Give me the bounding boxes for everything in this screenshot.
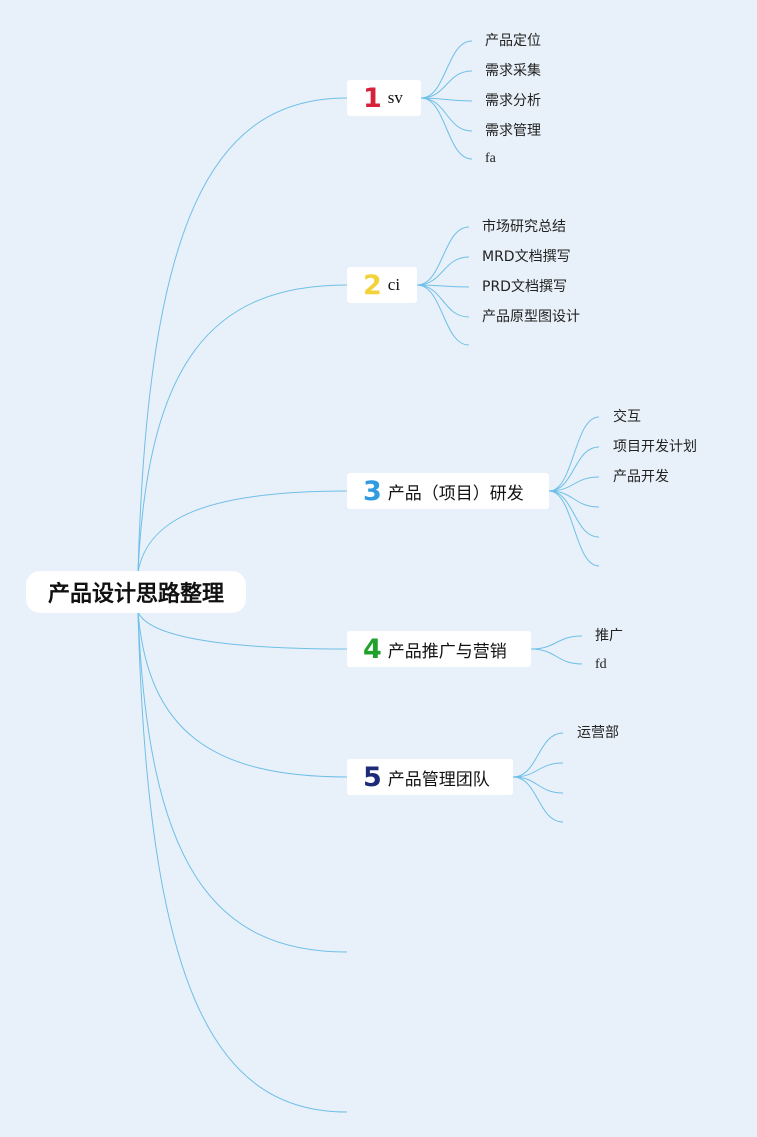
leaf-1-5[interactable]: fa	[485, 151, 496, 166]
leaf-4-1[interactable]: 推广	[595, 628, 623, 644]
leaf-1-1[interactable]: 产品定位	[485, 33, 541, 49]
branch-number-2: 2	[363, 269, 382, 301]
branch-node-1[interactable]: 1 sv	[347, 80, 421, 116]
leaf-2-3[interactable]: PRD文档撰写	[482, 279, 567, 295]
leaf-connector-1-1	[420, 40, 473, 99]
leaf-connector-2-1	[416, 226, 470, 286]
root-connector-1	[137, 97, 348, 573]
root-connector-7	[137, 611, 348, 1113]
branch-node-2[interactable]: 2 ci	[347, 267, 417, 303]
root-connector-4	[137, 611, 348, 650]
leaf-5-1[interactable]: 运营部	[577, 725, 619, 741]
leaf-connector-4-2	[530, 648, 583, 665]
leaf-2-1[interactable]: 市场研究总结	[482, 219, 566, 235]
leaf-connector-3-2	[548, 446, 600, 492]
leaf-connector-3-6	[548, 490, 600, 567]
branch-label-5: 产品管理团队	[387, 769, 490, 790]
branch-label-3: 产品（项目）研发	[387, 483, 524, 504]
branch-label-1: sv	[387, 88, 403, 107]
leaf-connector-4-1	[530, 635, 583, 650]
branch-number-3: 3	[363, 475, 382, 507]
leaf-connector-1-4	[420, 97, 473, 132]
leaf-connector-5-3	[512, 776, 564, 794]
leaf-connector-1-2	[420, 70, 473, 99]
leaf-1-2[interactable]: 需求采集	[485, 63, 541, 79]
leaf-3-2[interactable]: 项目开发计划	[613, 439, 697, 455]
leaf-connector-1-3	[420, 97, 473, 102]
leaf-1-3[interactable]: 需求分析	[485, 93, 541, 109]
branch-node-4[interactable]: 4 产品推广与营销	[347, 631, 531, 667]
leaf-connector-1-5	[420, 97, 473, 160]
leaf-1-4[interactable]: 需求管理	[485, 123, 541, 139]
branch-label-4: 产品推广与营销	[387, 641, 507, 662]
branch-number-5: 5	[363, 761, 382, 793]
root-connector-6	[137, 611, 348, 953]
leaf-connector-3-3	[548, 476, 600, 492]
leaf-connector-3-4	[548, 490, 600, 508]
leaf-connector-5-2	[512, 762, 564, 778]
leaf-connector-2-3	[416, 284, 470, 288]
leaf-connector-5-1	[512, 732, 564, 778]
root-connector-3	[137, 490, 348, 573]
root-title: 产品设计思路整理	[47, 582, 224, 607]
branch-node-5[interactable]: 5 产品管理团队	[347, 759, 513, 795]
leaf-connector-3-5	[548, 490, 600, 538]
leaf-connector-2-2	[416, 256, 470, 286]
branch-number-1: 1	[363, 82, 382, 114]
leaf-connector-2-4	[416, 284, 470, 318]
leaf-connector-2-5	[416, 284, 470, 346]
leaf-4-2[interactable]: fd	[595, 657, 607, 672]
root-connector-2	[137, 284, 348, 573]
root-node[interactable]: 产品设计思路整理	[26, 571, 246, 613]
leaf-connector-3-1	[548, 416, 600, 492]
leaf-3-3[interactable]: 产品开发	[613, 469, 669, 485]
branch-node-3[interactable]: 3 产品（项目）研发	[347, 473, 549, 509]
leaf-connector-5-4	[512, 776, 564, 823]
branch-label-2: ci	[387, 275, 401, 294]
root-connector-5	[137, 611, 348, 778]
leaf-3-1[interactable]: 交互	[613, 409, 641, 425]
leaf-2-4[interactable]: 产品原型图设计	[482, 309, 580, 325]
leaf-2-2[interactable]: MRD文档撰写	[482, 249, 571, 265]
branch-number-4: 4	[363, 633, 382, 665]
